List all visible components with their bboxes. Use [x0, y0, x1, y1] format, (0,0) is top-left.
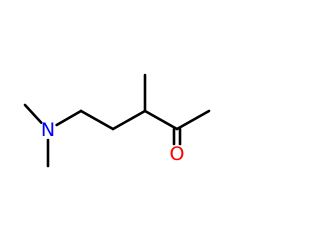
atom-label-layer: NO — [41, 119, 185, 165]
bond-C_me1-N — [23, 103, 43, 124]
bond-C4-C3 — [111, 109, 147, 131]
bond-C5-C4 — [79, 109, 115, 131]
atom-label-o: O — [170, 143, 185, 165]
bond-C2-C1 — [175, 109, 211, 131]
atom-label-n: N — [41, 119, 55, 141]
molecule-structure: NO — [23, 73, 211, 168]
bond-C3-C2 — [143, 109, 179, 131]
bond-layer — [23, 73, 211, 168]
bond-N-C5 — [55, 109, 83, 127]
